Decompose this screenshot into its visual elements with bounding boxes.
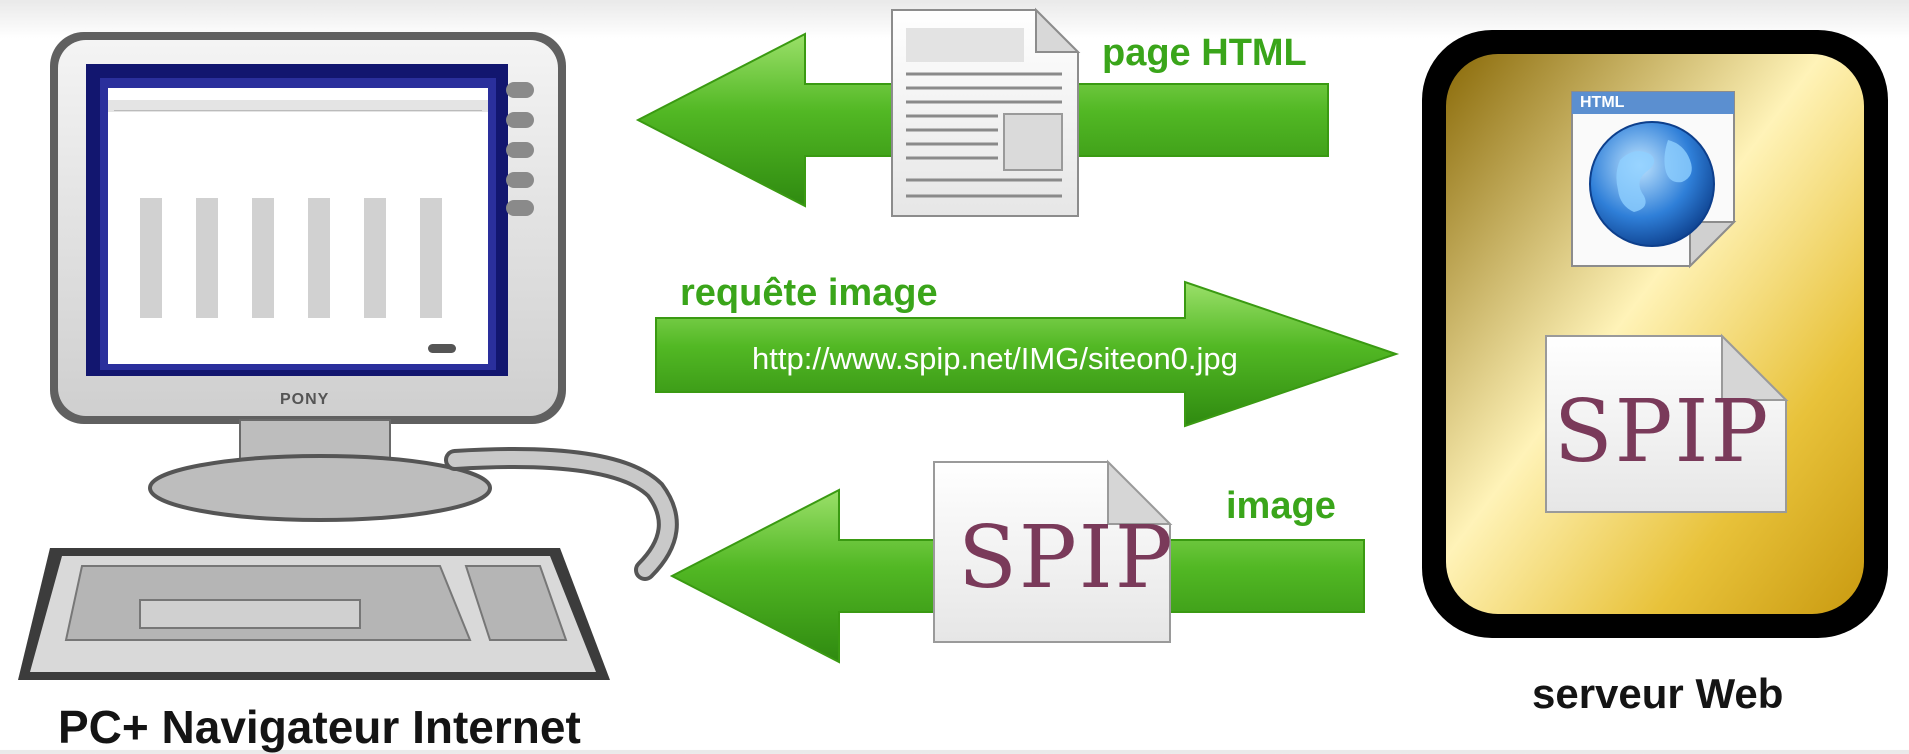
spip-logo-text: SPIP	[958, 508, 1175, 608]
screen-grid	[128, 198, 468, 318]
html-doc-tag: HTML	[1580, 94, 1625, 111]
computer-icon	[18, 32, 679, 680]
screen-content	[108, 88, 488, 364]
label-url: http://www.spip.net/IMG/siteon0.jpg	[752, 341, 1238, 376]
monitor-brand: PONY	[280, 391, 330, 408]
document-icon	[891, 7, 1081, 217]
spip-logo-icon	[933, 459, 1173, 643]
spip-logo-icon	[1545, 333, 1789, 513]
label-image: image	[1226, 485, 1336, 527]
arrow-right-icon	[655, 280, 1400, 428]
html-globe-icon	[1571, 91, 1737, 269]
screen-toolbar	[114, 102, 482, 111]
label-requete-image: requête image	[680, 272, 938, 314]
label-server: serveur Web	[1532, 670, 1784, 717]
spip-logo-text: SPIP	[1553, 382, 1771, 482]
screen-button	[428, 344, 456, 353]
label-client: PC+ Navigateur Internet	[58, 701, 581, 753]
label-page-html: page HTML	[1102, 32, 1307, 74]
